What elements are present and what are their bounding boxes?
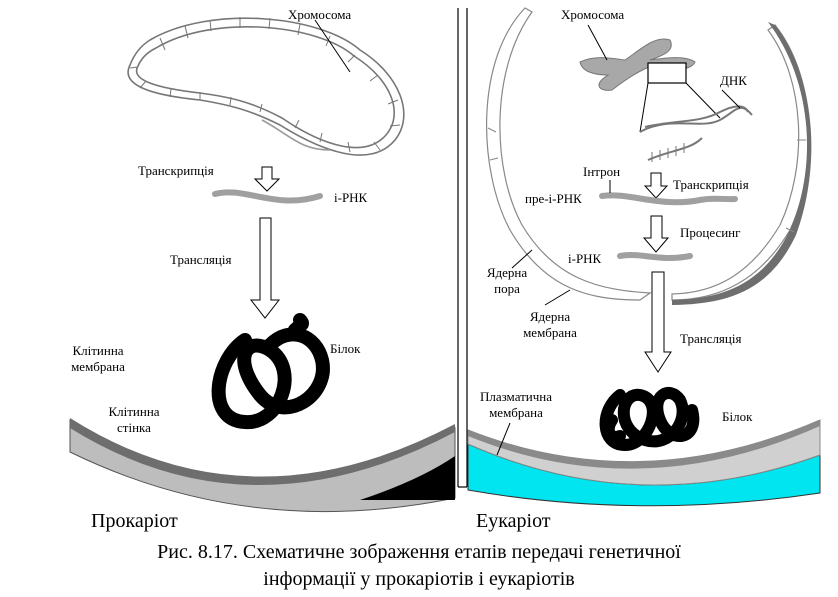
prokaryote-chromosome-label: Хромосома (288, 7, 352, 22)
plasma-membrane-label: Плазматична мембрана (470, 389, 562, 421)
figure-caption-line2: інформації у прокаріотів і еукаріотів (263, 568, 575, 590)
nuclear-pore-label: Ядерна пора (478, 265, 536, 297)
prokaryote-mrna-label: і-РНК (334, 190, 368, 205)
prokaryote-protein-label: Білок (330, 341, 361, 356)
prokaryote-title: Прокаріот (91, 510, 178, 532)
nuclear-pore-pointer (511, 249, 533, 269)
eukaryote-transcription-arrow (643, 172, 669, 199)
panel-divider (457, 8, 468, 488)
eukaryote-protein-label: Білок (722, 409, 753, 424)
plasma-membrane-pointer (496, 422, 511, 456)
prokaryote-chromosome (127, 17, 405, 156)
eukaryote-chromosome (579, 38, 753, 162)
eukaryote-transcription-label: Транскрипція (673, 177, 749, 192)
nuclear-pore-label-line1: Ядерна (486, 265, 528, 280)
eukaryote-translation-label: Трансляція (680, 331, 742, 346)
eukaryote-translation-arrow (644, 271, 672, 373)
prokaryote-translation-arrow (249, 217, 281, 319)
prokaryote-cell-envelope (69, 418, 456, 513)
dna-pointer (721, 89, 741, 109)
cell-membrane-label-line2: мембрана (71, 359, 125, 374)
eukaryote-protein (599, 387, 700, 452)
prokaryote-transcription-label: Транскрипція (138, 163, 214, 178)
chromosome-pointer-line (314, 19, 351, 73)
nuclear-membrane-label-line2: мембрана (523, 325, 577, 340)
nuclear-membrane-label: Ядерна мембрана (512, 309, 588, 341)
prokaryote-protein (211, 313, 330, 430)
prokaryote-transcription-arrow (253, 166, 281, 192)
prokaryote-panel (69, 17, 456, 513)
cell-wall-label-line2: стінка (117, 420, 151, 435)
nuclear-membrane-label-line1: Ядерна (529, 309, 571, 324)
eukaryote-title: Еукаріот (476, 510, 551, 532)
eukaryote-cell-envelope (467, 419, 821, 507)
eukaryote-chromosome-label: Хромосома (561, 7, 625, 22)
eukaryote-mrna-strand (617, 252, 693, 261)
nuclear-membrane-pointer (544, 289, 571, 306)
eukaryote-mrna-label: і-РНК (568, 251, 602, 266)
cell-membrane-label: Клітинна мембрана (62, 343, 134, 375)
figure-caption-line1: Рис. 8.17. Схематичне зображення етапів … (157, 541, 681, 563)
cell-membrane-label-line1: Клітинна (72, 343, 124, 358)
processing-label: Процесинг (680, 225, 741, 240)
dna-label: ДНК (720, 73, 747, 88)
cell-wall-label: Клітинна стінка (98, 404, 170, 436)
pre-mrna-label: пре-і-РНК (525, 191, 582, 206)
processing-arrow (642, 215, 670, 253)
pre-mrna-strand (599, 192, 738, 206)
plasma-membrane-label-line2: мембрана (489, 405, 543, 420)
cell-wall-label-line1: Клітинна (108, 404, 160, 419)
intron-label: Інтрон (583, 164, 621, 179)
plasma-membrane-label-line1: Плазматична (479, 389, 553, 404)
prokaryote-translation-label: Трансляція (170, 252, 232, 267)
eukaryote-panel (467, 7, 821, 507)
prokaryote-mrna-strand (212, 189, 323, 204)
nuclear-pore-label-line2: пора (494, 281, 520, 296)
eu-chromosome-pointer (587, 24, 608, 61)
eukaryote-nucleus (486, 7, 812, 305)
